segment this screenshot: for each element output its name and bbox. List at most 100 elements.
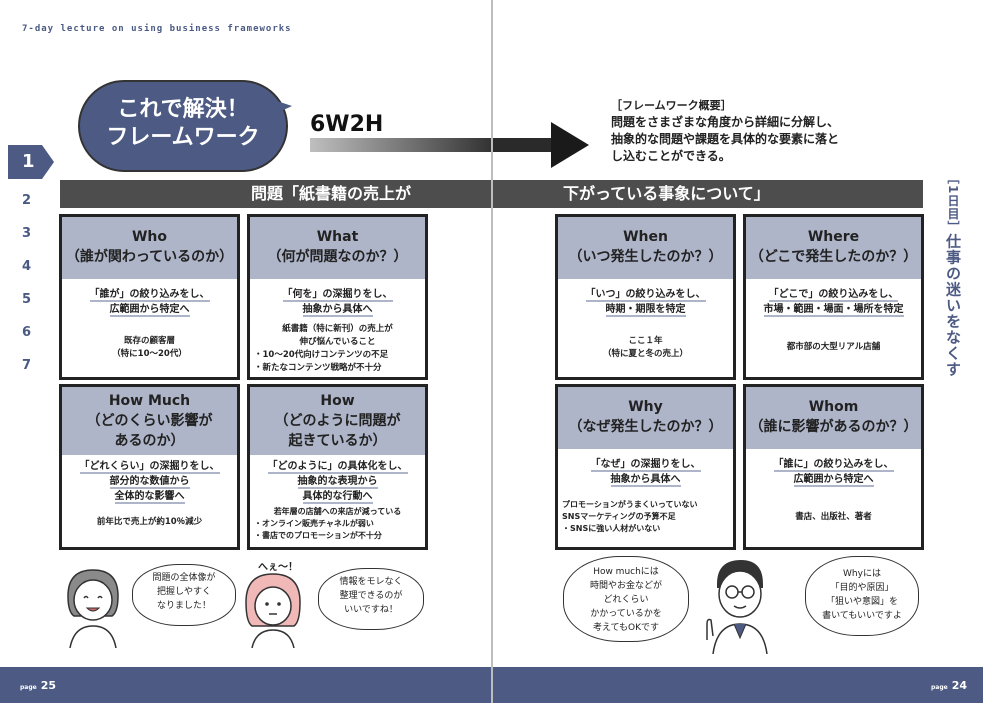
- side-chapter-title: ［1日目］仕事の迷いをなくす: [943, 172, 964, 377]
- arrow-right-icon: [551, 122, 589, 168]
- card-sub-line: 「誰が」の絞り込みをし、: [89, 289, 210, 302]
- title-line-1: これで解決！: [117, 97, 249, 122]
- card-body-line: 都市部の大型リアル店舗: [786, 342, 881, 352]
- arrow-shaft-gradient: [310, 138, 491, 152]
- card-sub: 「何を」の深掘りをし、 抽象から具体へ: [250, 287, 425, 317]
- card-sub: 「どれくらい」の深掘りをし、 部分的な数値から 全体的な影響へ: [62, 459, 237, 504]
- card-what: What （何が問題なのか？） 「何を」の深掘りをし、 抽象から具体へ 紙書籍（…: [247, 214, 428, 380]
- exclaim-text: へぇ～！: [258, 562, 298, 573]
- card-head-title: Who: [131, 229, 168, 245]
- arrow-shaft: [493, 138, 553, 152]
- speech-line: どれくらい: [603, 595, 649, 605]
- card-body: プロモーションがうまくいっていない SNSマーケティングの予算不足 ・SNSに強…: [558, 499, 733, 535]
- card-head: How Much （どのくらい影響が あるのか）: [62, 387, 237, 455]
- card-sub: 「いつ」の絞り込みをし、 時期・期限を特定: [558, 287, 733, 317]
- chapter-tab-active[interactable]: 1: [8, 145, 54, 179]
- card-body: 既存の顧客層 （特に10～20代）: [62, 335, 237, 361]
- card-sub-line: 部分的な数値から: [109, 476, 190, 489]
- card-sub-line: 抽象から具体へ: [302, 304, 373, 317]
- page-number: 25: [40, 679, 57, 692]
- speech-line: 把握しやすく: [157, 587, 211, 597]
- card-how: How （どのように問題が 起きているか） 「どのように」の具体化をし、 抽象的…: [247, 384, 428, 550]
- card-body-line: ここ１年: [628, 336, 663, 346]
- speech-line: 問題の全体像が: [152, 573, 216, 583]
- chapter-tab[interactable]: 5: [22, 292, 32, 307]
- card-body-line: SNSマーケティングの予算不足: [562, 512, 676, 521]
- card-head-title: Why: [628, 399, 663, 415]
- card-sub-line: 抽象的な表現から: [297, 476, 378, 489]
- card-body-line: ・オンライン販売チャネルが弱い: [254, 519, 374, 528]
- chapter-tab[interactable]: 2: [22, 193, 32, 208]
- card-head: Where （どこで発生したのか？）: [746, 217, 921, 279]
- card-where: Where （どこで発生したのか？） 「どこで」の絞り込みをし、 市場・範囲・場…: [743, 214, 924, 380]
- chapter-tab[interactable]: 7: [22, 358, 32, 373]
- card-body: 若年層の店舗への来店が減っている ・オンライン販売チャネルが弱い ・書店でのプロ…: [250, 506, 425, 542]
- card-head-question: （どのくらい影響が: [86, 413, 213, 429]
- speech-line: いいですね！: [344, 605, 398, 615]
- card-when: When （いつ発生したのか？） 「いつ」の絞り込みをし、 時期・期限を特定 こ…: [555, 214, 736, 380]
- card-head-title: Whom: [808, 399, 859, 415]
- speech-line: Whyには: [843, 569, 881, 579]
- card-whom: Whom （誰に影響があるのか？） 「誰に」の絞り込みをし、 広範囲から特定へ …: [743, 384, 924, 550]
- framework-name: 6W2H: [310, 112, 384, 137]
- chapter-tab[interactable]: 6: [22, 325, 32, 340]
- card-sub-line: 時期・期限を特定: [605, 304, 686, 317]
- framework-desc-line: 問題をさまざまな角度から詳細に分解し、: [611, 115, 840, 129]
- page-label: page: [930, 684, 948, 691]
- card-sub-line: 「どれくらい」の深掘りをし、: [79, 461, 220, 474]
- card-sub: 「誰が」の絞り込みをし、 広範囲から特定へ: [62, 287, 237, 317]
- card-head-question: （どのように問題が: [274, 413, 401, 429]
- speech-line: 「狙いや意図」を: [825, 597, 898, 607]
- left-page: 7-day lecture on using business framewor…: [0, 0, 491, 703]
- card-sub-line: 広範囲から特定へ: [109, 304, 190, 317]
- man-character-icon: [706, 560, 768, 654]
- card-head-title: What: [316, 229, 359, 245]
- card-sub-line: 広範囲から特定へ: [793, 474, 874, 487]
- card-sub-line: 全体的な影響へ: [114, 491, 185, 504]
- card-sub-line: 「どこで」の絞り込みをし、: [768, 289, 899, 302]
- card-body-line: プロモーションがうまくいっていない: [562, 500, 698, 509]
- card-head-question: （何が問題なのか？）: [267, 249, 408, 265]
- speech-line: 整理できるのが: [339, 591, 403, 601]
- woman-character-icon: [67, 569, 119, 648]
- card-body-line: 書店、出版社、著者: [795, 512, 872, 522]
- speech-line: 情報をモレなく: [339, 577, 403, 587]
- title-line-2: フレームワーク: [106, 125, 260, 150]
- chapter-tab[interactable]: 3: [22, 226, 32, 241]
- card-body-line: 既存の顧客層: [123, 336, 175, 346]
- card-body: 紙書籍（特に新刊）の売上が 伸び悩んでいること ・10～20代向けコンテンツの不…: [250, 323, 425, 375]
- right-page: ［フレームワーク概要］ 問題をさまざまな角度から詳細に分解し、 抽象的な問題や課…: [493, 0, 983, 703]
- card-head-question: （誰に影響があるのか？）: [749, 419, 918, 435]
- card-sub-line: 「どのように」の具体化をし、: [267, 461, 408, 474]
- card-body: 書店、出版社、著者: [746, 511, 921, 524]
- card-head: How （どのように問題が 起きているか）: [250, 387, 425, 455]
- chapter-tab[interactable]: 4: [22, 259, 32, 274]
- card-body-line: ・10～20代向けコンテンツの不足: [254, 350, 389, 360]
- card-body-line: （特に夏と冬の売上）: [602, 349, 688, 359]
- card-head: Whom （誰に影響があるのか？）: [746, 387, 921, 449]
- speech-line: 考えてもOKです: [592, 623, 660, 633]
- page-label: page: [20, 684, 37, 691]
- card-head-question: （いつ発生したのか？）: [568, 249, 723, 265]
- page-number: 24: [951, 679, 967, 692]
- card-head-question: 起きているか）: [288, 433, 387, 449]
- framework-desc-line: 抽象的な問題や課題を具体的な要素に落と: [611, 132, 840, 146]
- card-sub-line: 「誰に」の絞り込みをし、: [773, 459, 894, 472]
- side-title-text: 仕事の迷いをなくす: [944, 233, 962, 378]
- card-head-question: （どこで発生したのか？）: [749, 249, 918, 265]
- problem-banner-left: 問題「紙書籍の売上が: [60, 180, 491, 208]
- card-head-title: How Much: [108, 393, 191, 409]
- speech-line: 書いてもいいですよ: [822, 611, 902, 621]
- card-body-line: ・SNSに強い人材がいない: [562, 524, 661, 533]
- book-spine: [491, 0, 493, 703]
- card-body-line: （特に10～20代）: [112, 349, 187, 359]
- framework-desc-label: ［フレームワーク概要］: [611, 99, 732, 112]
- card-head-question: （誰が関わっているのか）: [65, 249, 234, 265]
- speech-bubble-right-2: Whyには 「目的や原因」 「狙いや意図」を 書いてもいいですよ: [805, 556, 919, 636]
- card-sub: 「なぜ」の深掘りをし、 抽象から具体へ: [558, 457, 733, 487]
- speech-line: 「目的や原因」: [830, 583, 894, 593]
- card-how-much: How Much （どのくらい影響が あるのか） 「どれくらい」の深掘りをし、 …: [59, 384, 240, 550]
- card-head: Who （誰が関わっているのか）: [62, 217, 237, 279]
